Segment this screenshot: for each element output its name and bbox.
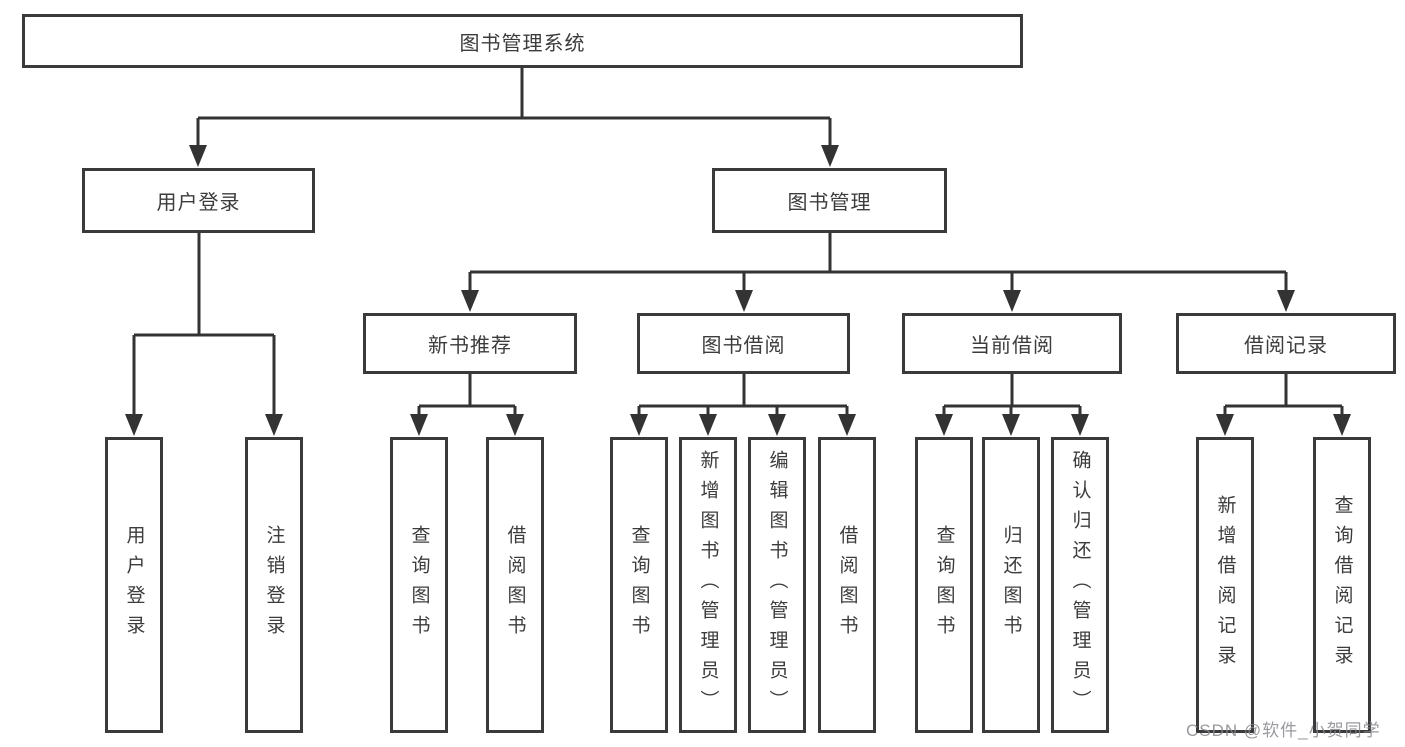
node-label: 图书管理	[787, 192, 872, 214]
leaf-user-login: 用户登录	[105, 437, 163, 733]
leaf-label: 借阅图书	[836, 525, 858, 645]
leaf-label: 用户登录	[123, 525, 145, 645]
leaf-edit-books-admin: 编辑图书（管理员）	[748, 437, 806, 733]
leaf-label: 查询图书	[408, 525, 430, 645]
leaf-label: 查询图书	[933, 525, 955, 645]
leaf-label: 归还图书	[1000, 525, 1022, 645]
leaf-label: 编辑图书（管理员）	[766, 450, 788, 720]
leaf-query-borrow-record: 查询借阅记录	[1313, 437, 1371, 733]
leaf-query-books-current: 查询图书	[915, 437, 973, 733]
leaf-label: 查询借阅记录	[1331, 495, 1353, 675]
leaf-label: 新增借阅记录	[1214, 495, 1236, 675]
leaf-confirm-return-admin: 确认归还（管理员）	[1051, 437, 1109, 733]
node-current-borrowing: 当前借阅	[902, 313, 1122, 374]
node-label: 新书推荐	[428, 335, 512, 357]
leaf-label: 新增图书（管理员）	[697, 450, 719, 720]
csdn-watermark: CSDN @软件_小贺同学	[1186, 721, 1381, 740]
leaf-label: 注销登录	[263, 525, 285, 645]
leaf-return-books: 归还图书	[982, 437, 1040, 733]
node-book-borrowing: 图书借阅	[637, 313, 850, 374]
node-label: 借阅记录	[1244, 335, 1328, 357]
leaf-borrow-books-recommend: 借阅图书	[486, 437, 544, 733]
leaf-borrow-books-borrowing: 借阅图书	[818, 437, 876, 733]
leaf-query-books-borrowing: 查询图书	[610, 437, 668, 733]
leaf-logout-login: 注销登录	[245, 437, 303, 733]
node-library-system: 图书管理系统	[22, 14, 1023, 68]
node-book-management: 图书管理	[712, 168, 947, 233]
node-label: 当前借阅	[970, 335, 1054, 357]
node-new-book-recommendation: 新书推荐	[363, 313, 577, 374]
node-label: 用户登录	[156, 192, 241, 214]
node-user-login: 用户登录	[82, 168, 315, 233]
leaf-add-borrow-record: 新增借阅记录	[1196, 437, 1254, 733]
node-borrowing-records: 借阅记录	[1176, 313, 1396, 374]
node-label: 图书借阅	[701, 335, 786, 357]
leaf-label: 确认归还（管理员）	[1069, 450, 1091, 720]
leaf-label: 查询图书	[628, 525, 650, 645]
leaf-label: 借阅图书	[504, 525, 526, 645]
leaf-query-books-recommend: 查询图书	[390, 437, 448, 733]
node-label: 图书管理系统	[459, 32, 586, 55]
leaf-add-books-admin: 新增图书（管理员）	[679, 437, 737, 733]
